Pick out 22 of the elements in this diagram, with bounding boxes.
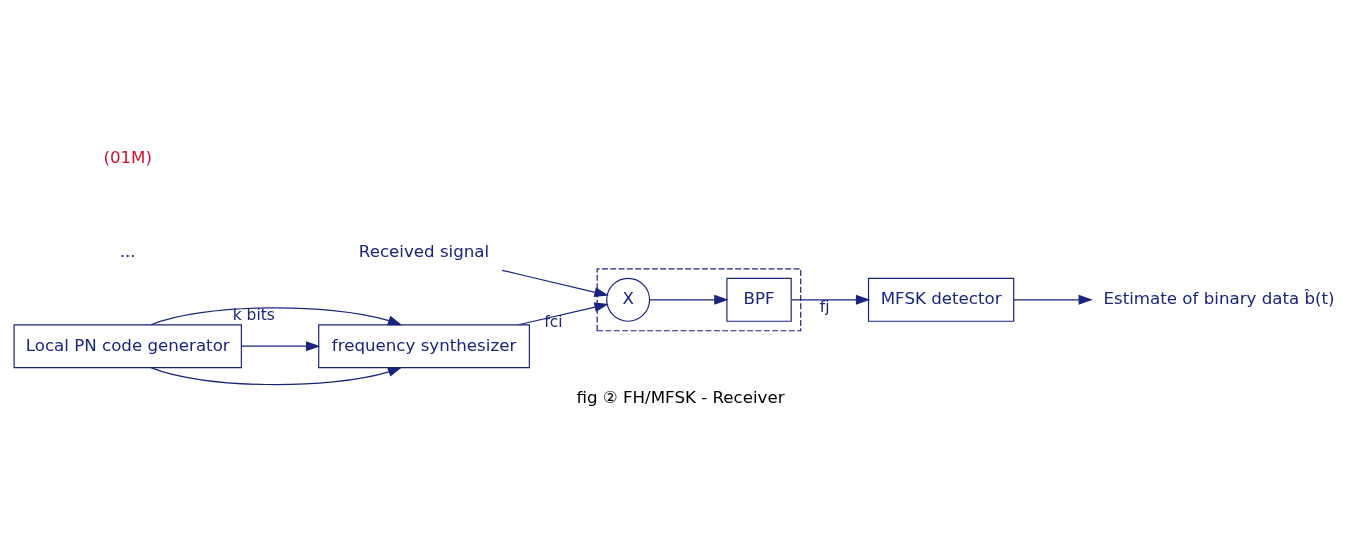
edge-label: k bits	[232, 306, 275, 325]
edge-label: fj	[819, 298, 830, 317]
node-box: frequency synthesizer	[318, 324, 530, 369]
arrow	[790, 294, 871, 305]
caption: fig ② FH/MFSK - Receiver	[576, 387, 785, 407]
node-box: MFSK detector	[867, 277, 1015, 322]
edge-label: fci	[544, 312, 563, 331]
arrow	[150, 367, 403, 386]
arrow	[241, 341, 321, 352]
node-text: Estimate of binary data b̂(t)	[1103, 289, 1335, 309]
label: ...	[119, 241, 136, 261]
node-box: Local PN code generator	[13, 324, 242, 369]
arrow	[150, 307, 403, 326]
cluster	[596, 268, 802, 332]
label: (01M)	[103, 147, 152, 167]
node-text: Received signal	[358, 241, 490, 261]
arrow	[501, 269, 609, 298]
node-box: BPF	[726, 277, 792, 322]
arrow	[517, 302, 609, 326]
arrow	[649, 294, 729, 305]
arrow	[1013, 294, 1093, 305]
node-circle: X	[606, 277, 651, 322]
